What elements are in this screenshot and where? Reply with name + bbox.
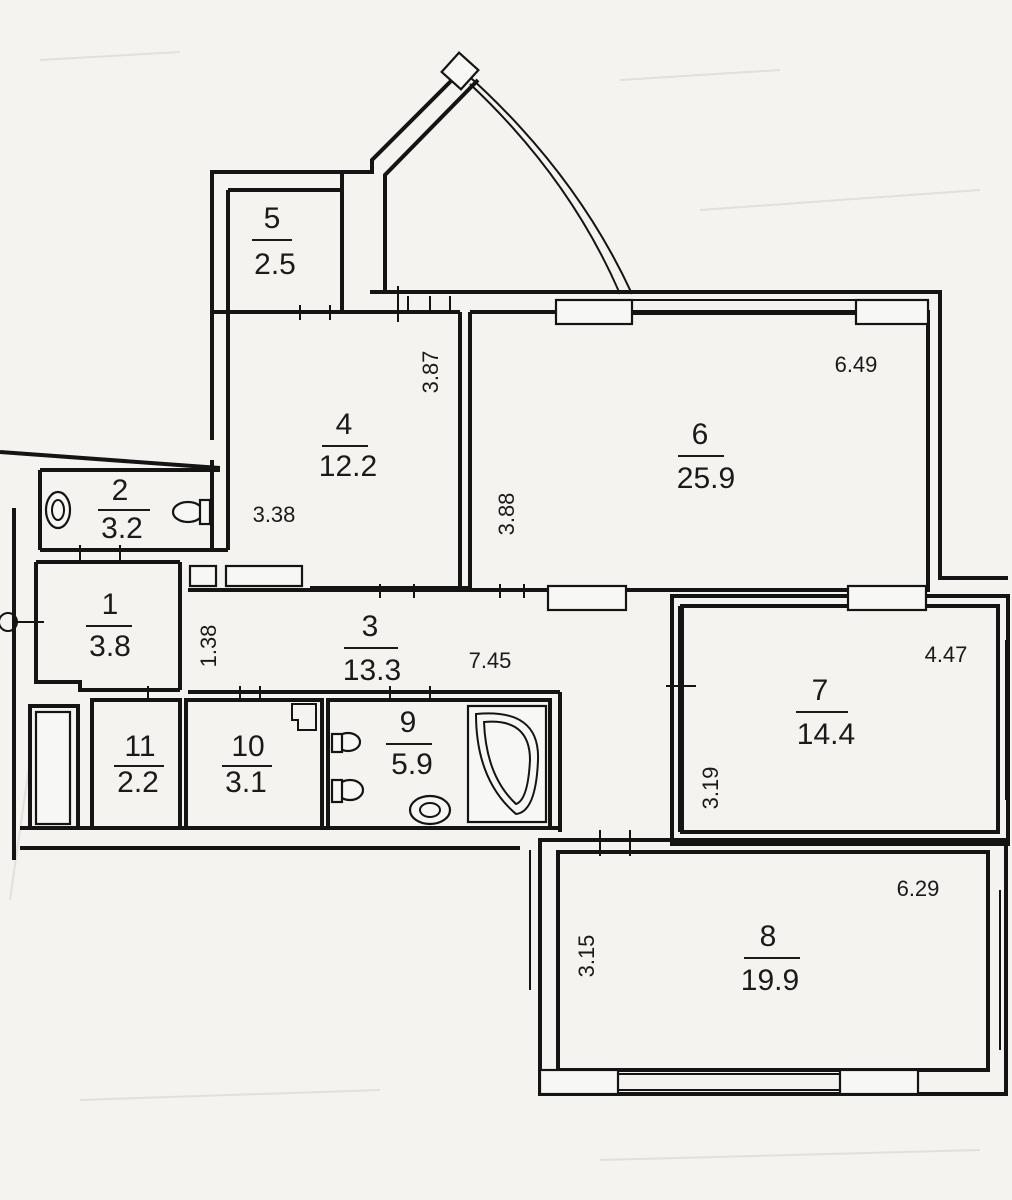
room-9-area: 5.9 [391,748,433,781]
dim-room-1-width: 1.38 [196,625,221,668]
room-label-5: 5 2.5 [252,202,296,281]
room-8-area: 19.9 [741,964,799,997]
dim-room-4-height: 3.87 [418,351,443,394]
wardrobe-1 [188,564,218,588]
ventilation-shaft [291,703,317,731]
wall-bottom-left [12,508,560,860]
room-label-6: 6 25.9 [677,418,735,495]
room-7-number: 7 [812,674,829,707]
wall-room-5 [210,170,344,314]
dim-room-7-width: 4.47 [925,642,968,667]
room-4-area: 12.2 [319,450,377,483]
room-1-area: 3.8 [89,630,131,663]
room-10-number: 10 [231,730,264,763]
dim-room-4-width: 3.38 [253,502,296,527]
room-6-number: 6 [692,418,709,451]
dim-room-8-height: 3.15 [574,935,599,978]
room-label-11: 11 2.2 [114,730,164,799]
wall-room-10 [184,698,324,830]
fixtures [34,490,548,826]
room-7-area: 14.4 [797,718,855,751]
room-8-number: 8 [760,920,777,953]
washbasin-room-2 [44,490,72,530]
room-label-7: 7 14.4 [796,674,855,751]
toilet-room-2 [171,500,205,524]
room-1-number: 1 [102,588,119,621]
door-marks [12,286,696,990]
window-room-8-left [538,1068,620,1096]
balcony-post [440,51,480,91]
room-6-area: 25.9 [677,462,735,495]
room-label-2: 2 3.2 [98,474,150,545]
room-label-4: 4 12.2 [319,408,377,483]
wall-room-7-outer [670,594,1010,846]
wall-balcony [342,68,480,290]
room-2-number: 2 [112,474,129,507]
toilet-room-9-tank [330,778,344,804]
room-11-area: 2.2 [117,766,159,799]
room-3-number: 3 [362,610,379,643]
sink-room-9 [408,794,452,826]
dim-room-7-height: 3.19 [698,767,723,810]
wall-room-6 [370,290,1008,592]
dim-room-6-width: 6.49 [835,352,878,377]
room-labels: 5 2.5 4 12.2 6 25.9 2 3.2 1 3.8 3 13.3 [86,202,855,997]
room-3-area: 13.3 [343,654,401,687]
room-label-8: 8 19.9 [741,920,800,997]
bathtub-bowl [474,712,540,816]
entrance-door-mark [0,612,18,632]
window-corridor-pier [546,584,628,612]
toilet-room-2-tank [198,498,212,526]
room-2-area: 3.2 [101,512,143,545]
bathtub-bowl-inner [482,720,532,806]
window-room-7-pier [846,584,928,612]
dim-room-6-height: 3.88 [494,493,519,536]
balcony-arc-outer [461,69,633,295]
room-5-number: 5 [264,202,281,235]
window-room-6-right [854,298,930,326]
walls [0,51,1010,1096]
room-4-number: 4 [336,408,353,441]
dim-corridor-length: 7.45 [469,648,512,673]
room-9-number: 9 [400,706,417,739]
dim-room-8-width: 6.29 [897,876,940,901]
wardrobe-2 [224,564,304,588]
windows [407,296,1007,1096]
room-label-3: 3 13.3 [343,610,401,687]
room-label-9: 9 5.9 [386,706,433,781]
room-10-area: 3.1 [225,766,267,799]
bidet-room-9-base [330,732,344,754]
wall-room-4 [210,300,470,590]
dimension-labels: 3.87 3.38 6.49 3.88 1.38 7.45 4.47 3.1 9 … [196,351,967,978]
balcony-arc-inner [469,83,621,295]
wall-room-11 [90,698,182,830]
room-label-10: 10 3.1 [222,730,272,799]
wall-room-2 [0,450,228,552]
bathtub-frame [466,704,548,824]
sink-room-9-inner [419,802,441,818]
window-room-8-right [838,1068,920,1096]
room-11-number: 11 [124,730,155,763]
washbasin-room-2-inner [51,499,65,521]
paper-texture [9,51,981,1161]
window-room-6-left [554,298,634,326]
wall-room-5-inner [226,188,342,312]
room-5-area: 2.5 [254,248,296,281]
room-label-1: 1 3.8 [86,588,132,663]
cabinet-left [34,710,72,826]
